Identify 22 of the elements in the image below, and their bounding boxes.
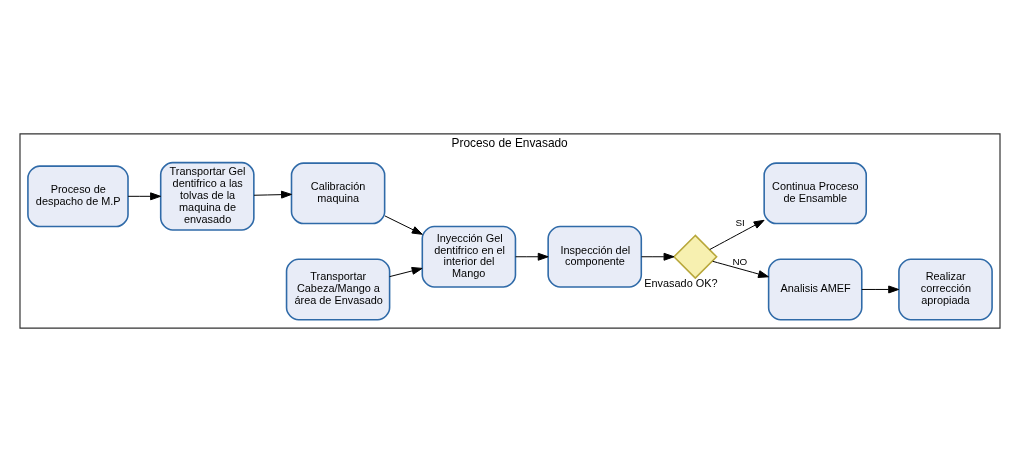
node-box: Proceso de despacho de M.P — [27, 165, 129, 228]
node-label: Envasado OK? — [644, 276, 718, 289]
arrow — [253, 190, 292, 199]
arrow — [127, 192, 162, 201]
node-box: Realizar corrección apropiada — [898, 258, 993, 321]
arrow — [515, 252, 549, 261]
node-box: Continua Proceso de Ensamble — [763, 162, 868, 225]
node-box: Analisis AMEF — [767, 258, 863, 321]
edge-label: NO — [732, 255, 748, 267]
node-box: Inspección del componente — [547, 225, 643, 288]
arrow — [641, 252, 675, 261]
edge-label: SI — [735, 217, 745, 229]
arrow — [709, 219, 765, 250]
arrow — [712, 260, 769, 278]
node-box: Transportar Cabeza/Mango a área de Envasado — [285, 258, 391, 321]
arrow — [861, 285, 900, 294]
node-diamond — [672, 234, 718, 280]
node-box: Calibración maquina — [290, 162, 386, 225]
node-box: Transportar Gel dentifrico a las tolvas de la maquina de envasado — [159, 161, 255, 231]
node-box: Inyección Gel dentifrico en el interior del Mango — [421, 225, 517, 288]
arrow — [389, 266, 423, 278]
arrow — [384, 215, 423, 235]
